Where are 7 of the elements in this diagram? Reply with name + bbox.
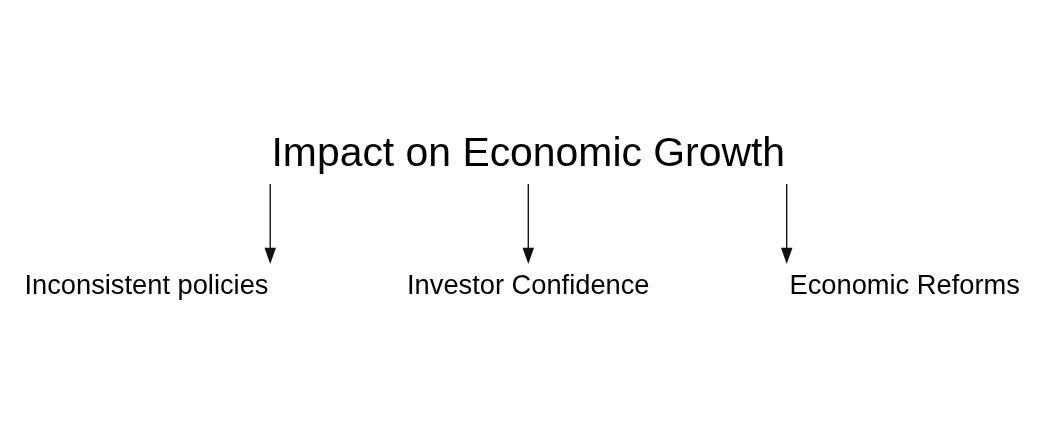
arrow (264, 183, 276, 265)
node-text: Economic Reforms (789, 268, 1020, 300)
node-text: Impact on Economic Growth (271, 128, 786, 175)
node-text: Inconsistent policies (24, 268, 269, 300)
arrow (522, 183, 535, 265)
arrow (780, 183, 793, 265)
node-text: Investor Confidence (407, 268, 650, 300)
